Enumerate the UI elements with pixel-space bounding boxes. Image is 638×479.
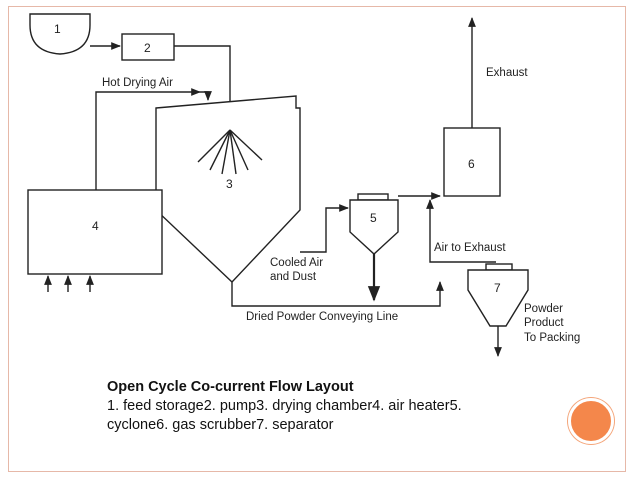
label-powder-3: To Packing xyxy=(524,332,580,344)
label-air-to-exhaust: Air to Exhaust xyxy=(434,242,506,254)
label-powder-1: Powder xyxy=(524,303,563,315)
separator-shape xyxy=(467,269,529,327)
caption-title: Open Cycle Co-current Flow Layout xyxy=(107,379,354,395)
hot-air-line xyxy=(95,88,201,190)
slide-frame xyxy=(8,6,626,472)
label-component-7: 7 xyxy=(494,281,501,295)
drying-chamber-shape xyxy=(155,95,301,283)
label-exhaust: Exhaust xyxy=(486,67,528,79)
label-component-2: 2 xyxy=(144,41,151,55)
air-to-exhaust-line xyxy=(426,199,496,263)
conveying-line xyxy=(231,281,444,307)
label-component-5: 5 xyxy=(370,211,377,225)
accent-circle xyxy=(568,398,614,444)
label-cooled-air-2: and Dust xyxy=(270,271,317,283)
feed-storage-shape xyxy=(29,13,91,55)
atomizer-spray xyxy=(197,129,263,175)
caption: Open Cycle Co-current Flow Layout 1. fee… xyxy=(107,378,467,435)
label-component-3: 3 xyxy=(226,177,233,191)
caption-body: 1. feed storage2. pump3. drying chamber4… xyxy=(107,398,462,433)
cooled-air-line xyxy=(300,204,349,253)
cyclone-shape xyxy=(349,199,399,255)
pump-shape xyxy=(121,33,175,61)
label-component-1: 1 xyxy=(54,22,61,36)
air-heater-shape xyxy=(27,189,163,275)
label-component-4: 4 xyxy=(92,219,99,233)
label-cooled-air-1: Cooled Air xyxy=(270,257,323,269)
gas-scrubber-shape xyxy=(443,127,501,197)
label-hot-drying-air: Hot Drying Air xyxy=(102,77,173,89)
label-component-6: 6 xyxy=(468,157,475,171)
label-powder-2: Product xyxy=(524,317,564,329)
label-dried-powder: Dried Powder Conveying Line xyxy=(246,311,398,323)
